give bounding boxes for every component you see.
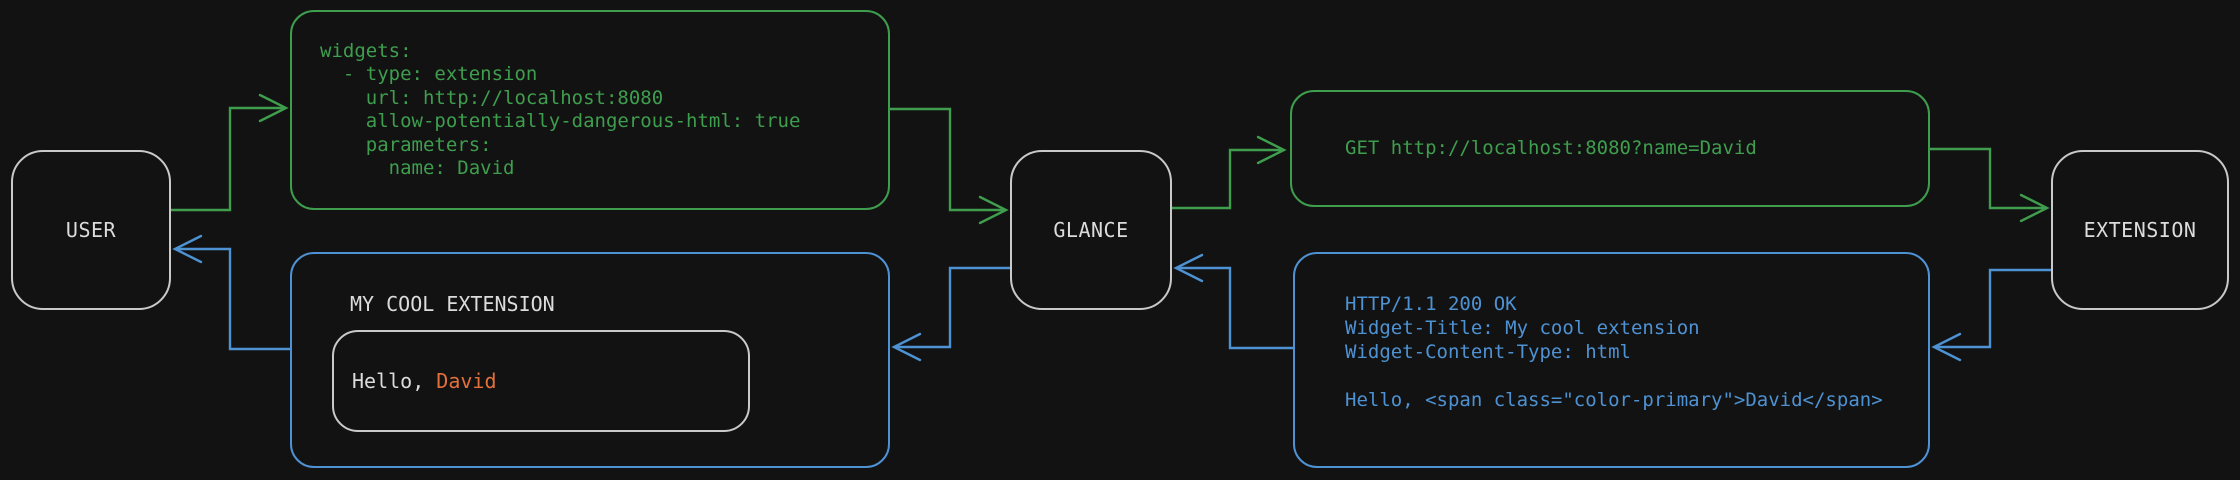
config-yaml-box: widgets: - type: extension url: http://l…: [290, 10, 890, 210]
http-request-box: GET http://localhost:8080?name=David: [1290, 90, 1930, 207]
arrow-glance-to-request: [1170, 135, 1287, 210]
greeting-name: David: [436, 369, 497, 393]
arrow-extension-to-response: [1931, 268, 2053, 362]
greeting-text: Hello, David: [352, 369, 497, 393]
extension-node: EXTENSION: [2051, 150, 2229, 310]
http-request-text: GET http://localhost:8080?name=David: [1345, 136, 1757, 159]
widget-render-frame: Hello, David: [332, 330, 750, 432]
arrow-widget-to-user: [172, 234, 292, 351]
glance-node-label: GLANCE: [1053, 218, 1129, 242]
glance-node: GLANCE: [1010, 150, 1172, 310]
arrow-response-to-glance: [1173, 253, 1295, 350]
arrow-request-to-extension: [1928, 147, 2050, 223]
arrow-config-to-glance: [888, 107, 1009, 225]
http-response-text: HTTP/1.1 200 OK Widget-Title: My cool ex…: [1345, 293, 1883, 411]
arrow-glance-to-widget: [891, 266, 1012, 362]
http-response-box: HTTP/1.1 200 OK Widget-Title: My cool ex…: [1293, 252, 1930, 468]
extension-node-label: EXTENSION: [2083, 218, 2197, 242]
widget-title-label: MY COOL EXTENSION: [350, 292, 555, 316]
greeting-prefix: Hello,: [352, 369, 437, 393]
config-yaml-text: widgets: - type: extension url: http://l…: [320, 39, 801, 180]
arrow-user-to-config: [169, 93, 289, 212]
user-node: USER: [11, 150, 171, 310]
widget-preview-box: MY COOL EXTENSION Hello, David: [290, 252, 890, 468]
user-node-label: USER: [65, 218, 117, 242]
